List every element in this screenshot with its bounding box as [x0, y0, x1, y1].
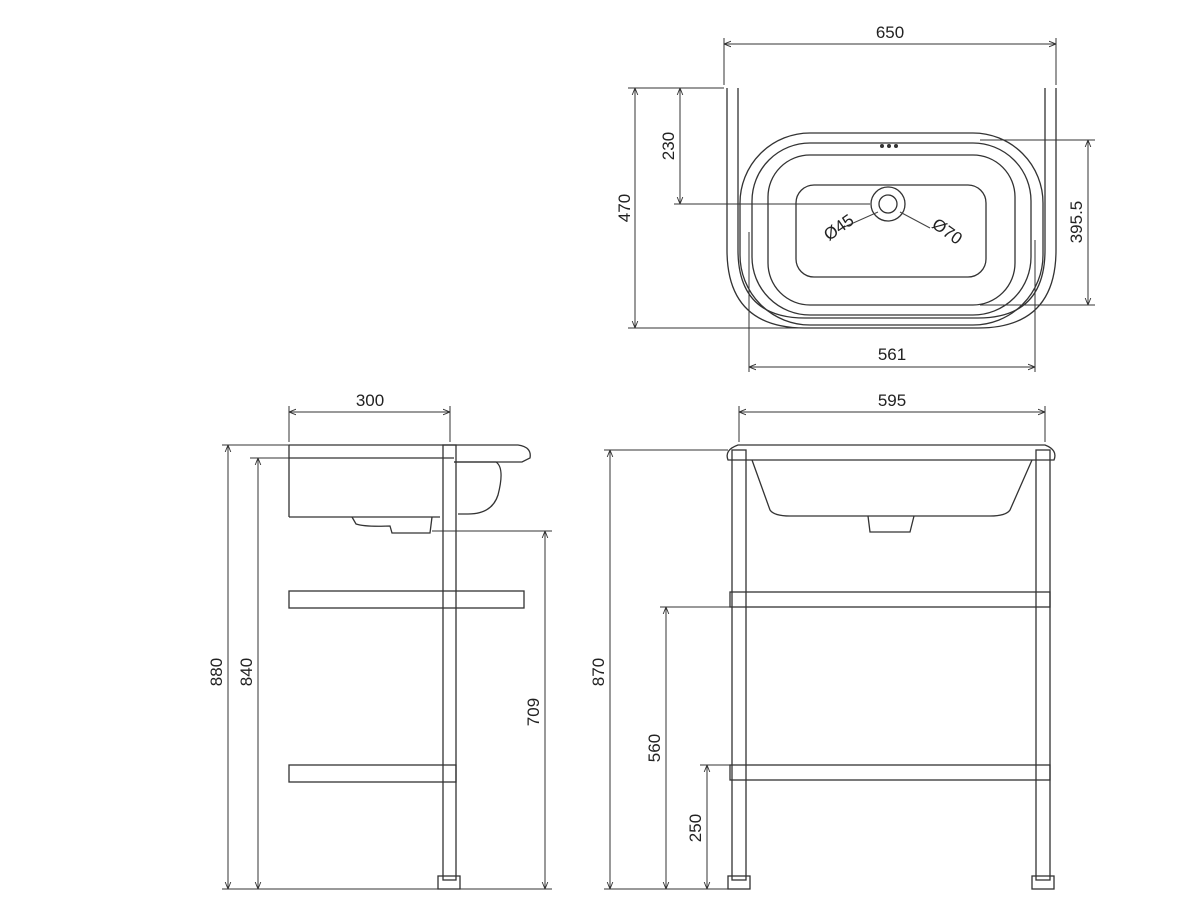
- dim-shelf-lower-height: 250: [686, 814, 705, 842]
- front-shelf-upper: [729, 591, 1051, 608]
- dim-outer-diameter: Ø70: [929, 214, 966, 248]
- front-bowl: [751, 459, 1033, 517]
- plan-view: [726, 88, 1057, 329]
- waste-inner-circle: [878, 194, 898, 214]
- plan-front-edge: [726, 200, 1057, 329]
- side-shelf-lower: [288, 764, 457, 783]
- dim-side-height-top: 880: [207, 658, 226, 686]
- side-leg: [442, 444, 457, 881]
- plan-rim: [739, 132, 1044, 326]
- plan-rim-inner: [751, 142, 1032, 316]
- side-basin-top: [289, 444, 531, 463]
- dim-plan-width: 650: [876, 23, 904, 42]
- plan-dimensions: 650 470 230 395.5 561 Ø45 Ø70: [615, 23, 1095, 372]
- front-leg-left: [731, 449, 747, 881]
- dim-plan-depth: 470: [615, 194, 634, 222]
- side-waste: [351, 516, 433, 534]
- waste-leader-right: [899, 211, 931, 229]
- dim-bowl-depth: 395.5: [1067, 201, 1086, 244]
- dim-side-height-waste: 709: [524, 698, 543, 726]
- front-foot-left: [727, 875, 751, 890]
- dim-front-height: 870: [589, 658, 608, 686]
- front-leg-right: [1035, 449, 1051, 881]
- front-shelf-lower: [729, 764, 1051, 781]
- plan-bowl: [767, 154, 1016, 306]
- plan-front-edge-inner: [737, 200, 1046, 319]
- dim-side-depth: 300: [356, 391, 384, 410]
- front-waste: [867, 515, 915, 533]
- front-foot-right: [1031, 875, 1055, 890]
- side-dimensions: 300 880 840 709: [207, 391, 552, 890]
- side-view: [288, 444, 531, 890]
- plan-bowl-floor: [795, 184, 987, 278]
- waste-outer-circle: [870, 186, 906, 222]
- side-foot: [437, 875, 461, 890]
- dim-side-height-rim: 840: [237, 658, 256, 686]
- dim-bowl-width: 561: [878, 345, 906, 364]
- waste-leader-left: [841, 211, 879, 229]
- side-shelf-upper: [288, 590, 525, 609]
- front-dimensions: 595 870 560 250: [589, 391, 1046, 890]
- front-view: [726, 444, 1056, 890]
- tap-hole: [887, 144, 891, 148]
- dim-shelf-upper-height: 560: [645, 734, 664, 762]
- tap-hole: [894, 144, 898, 148]
- dim-waste-diameter: Ø45: [820, 210, 857, 244]
- dim-front-width: 595: [878, 391, 906, 410]
- dim-waste-offset: 230: [659, 132, 678, 160]
- tap-hole: [880, 144, 884, 148]
- front-basin-top: [726, 444, 1056, 461]
- side-basin-bowl: [454, 461, 502, 515]
